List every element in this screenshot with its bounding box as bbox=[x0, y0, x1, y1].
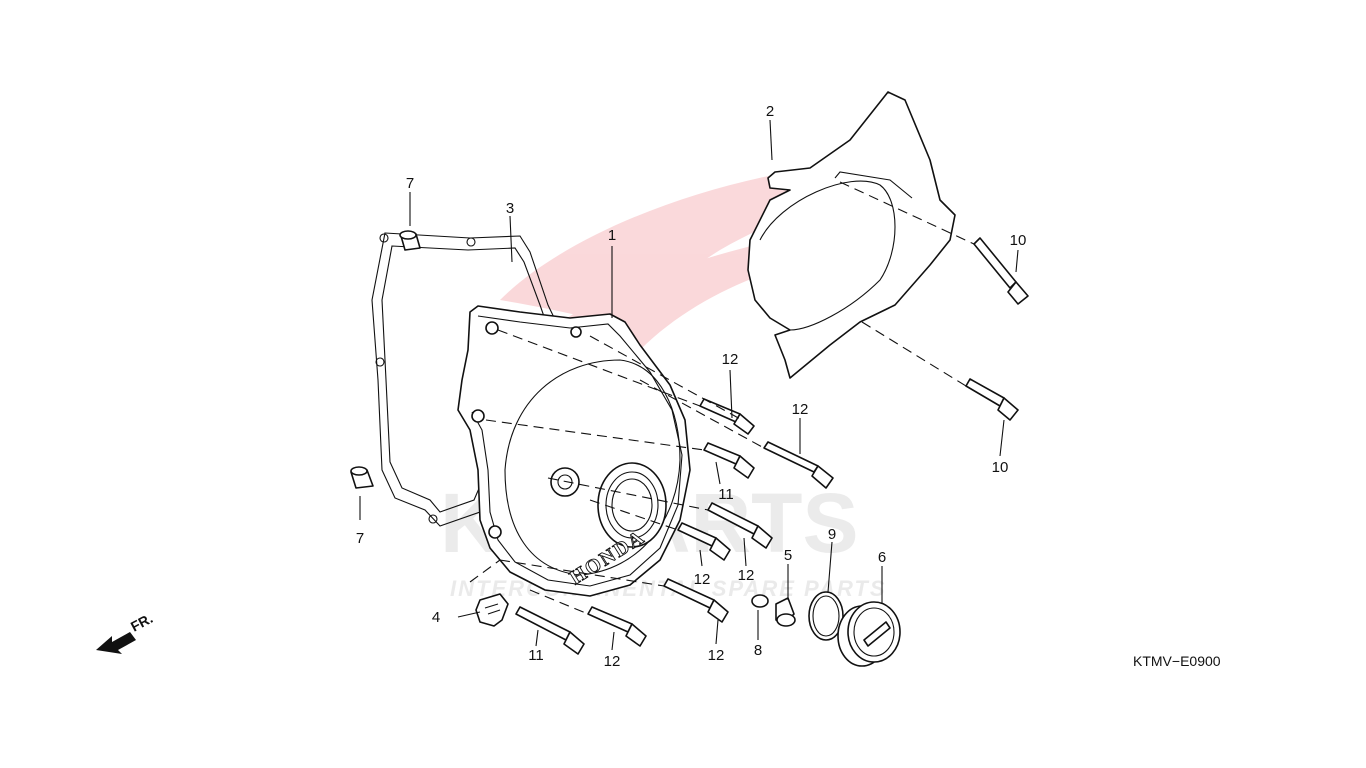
callout-number: 12 bbox=[694, 571, 711, 588]
bolt bbox=[663, 578, 729, 623]
diagram-code: KTMV−E0900 bbox=[1133, 653, 1221, 669]
callout-number: 10 bbox=[992, 459, 1009, 476]
filler-cap bbox=[837, 601, 901, 667]
cover-boss-inner bbox=[557, 474, 573, 490]
callout-number: 12 bbox=[722, 351, 739, 368]
gasket-hole bbox=[379, 233, 389, 243]
cover-mount-hole bbox=[485, 321, 499, 335]
callout-number: 12 bbox=[604, 653, 621, 670]
gasket-hole bbox=[466, 237, 476, 247]
sealing-washer bbox=[751, 594, 769, 608]
callout-number: 10 bbox=[1010, 232, 1027, 249]
front-arrow-label: FR. bbox=[128, 610, 155, 635]
cover-mount-hole bbox=[570, 326, 582, 338]
o-ring bbox=[808, 591, 844, 641]
callout-number: 12 bbox=[708, 647, 725, 664]
callout-number: 9 bbox=[828, 526, 836, 543]
callout-number: 7 bbox=[356, 530, 364, 547]
callout-number: 6 bbox=[878, 549, 886, 566]
bolt bbox=[707, 502, 773, 549]
callout-number: 11 bbox=[718, 486, 734, 503]
leader-lines bbox=[359, 119, 1019, 651]
callout-number: 12 bbox=[738, 567, 755, 584]
callout-number: 12 bbox=[792, 401, 809, 418]
cover-filler-thread bbox=[611, 478, 653, 532]
cable-clamp bbox=[475, 593, 509, 627]
cover-dome bbox=[504, 359, 681, 576]
bolt bbox=[677, 522, 731, 561]
bolt bbox=[587, 606, 647, 647]
bolt bbox=[703, 442, 755, 479]
callout-number: 1 bbox=[608, 227, 616, 244]
cover-mount-hole bbox=[471, 409, 485, 423]
gasket-hole bbox=[375, 357, 385, 367]
bolt bbox=[965, 378, 1019, 421]
callout-number: 3 bbox=[506, 200, 514, 217]
front-direction-arrow: FR. bbox=[96, 610, 155, 654]
cover-mount-hole bbox=[488, 525, 502, 539]
dowel-pin bbox=[399, 230, 421, 251]
callout-number: 11 bbox=[528, 647, 544, 664]
callout-number: 2 bbox=[766, 103, 774, 120]
callout-number: 8 bbox=[754, 642, 762, 659]
bolt bbox=[763, 441, 834, 489]
bolt bbox=[515, 606, 585, 655]
gasket-hole bbox=[428, 514, 438, 524]
gasket bbox=[371, 232, 561, 527]
callout-number: 4 bbox=[432, 609, 440, 626]
callout-number: 5 bbox=[784, 547, 792, 564]
gasket-inner bbox=[381, 245, 549, 513]
drain-bolt bbox=[775, 597, 796, 627]
o-ring-inner bbox=[812, 595, 840, 637]
callout-number: 7 bbox=[406, 175, 414, 192]
cover-filler-opening bbox=[597, 462, 667, 548]
cover-guard-inner bbox=[759, 180, 896, 331]
dowel-pin bbox=[350, 466, 374, 489]
cover-flange bbox=[471, 315, 683, 587]
bolt bbox=[973, 237, 1029, 305]
cover-guard bbox=[747, 91, 956, 379]
bolt bbox=[699, 398, 755, 435]
cover-guard-lip bbox=[834, 171, 913, 199]
cover-boss bbox=[550, 467, 580, 497]
